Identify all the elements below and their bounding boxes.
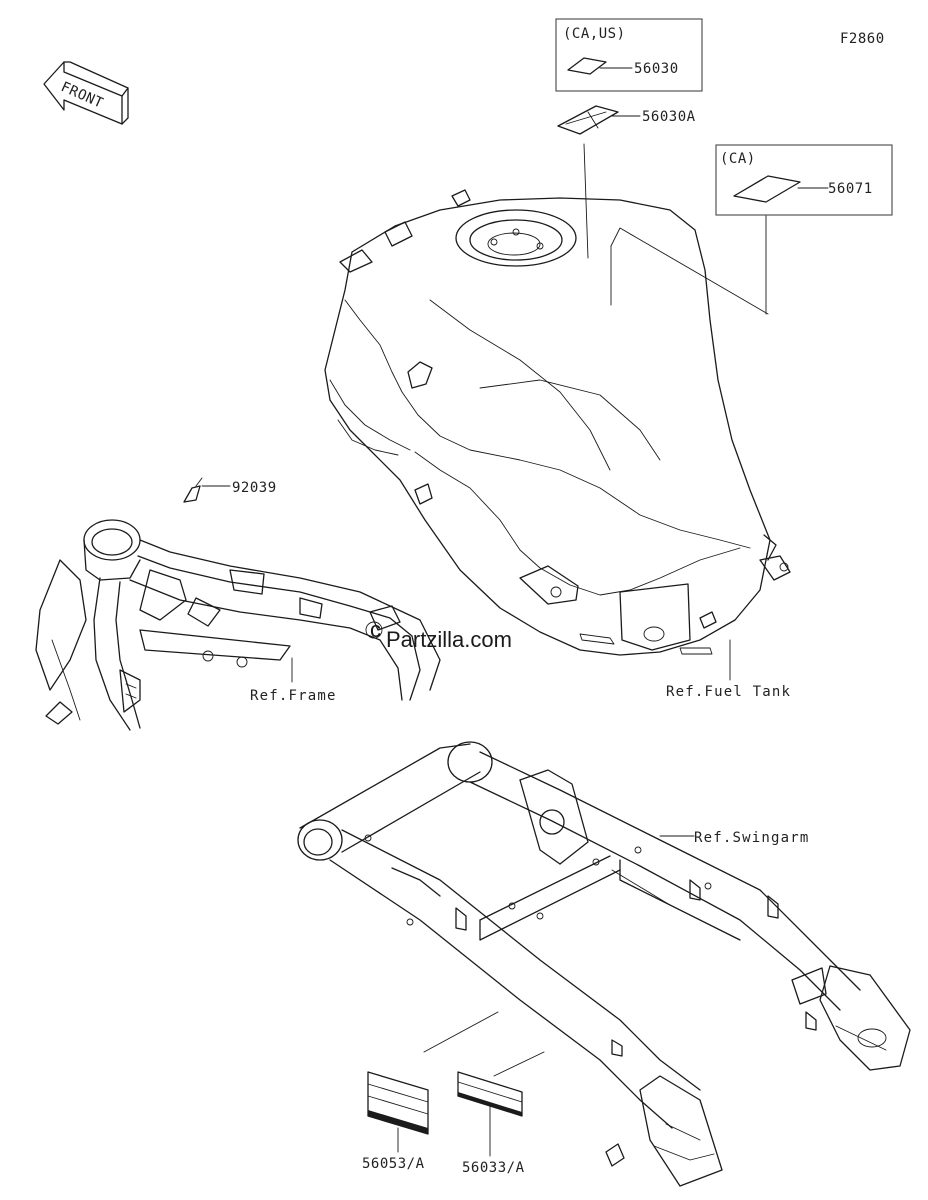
label-decal-56030 <box>567 57 607 75</box>
region-note-ca: (CA) <box>720 151 756 167</box>
ref-fuel-tank-label: Ref.Fuel Tank <box>666 684 791 700</box>
diagram-code: F2860 <box>840 31 885 47</box>
frame[interactable]: Ref.Frame <box>35 519 441 731</box>
watermark: c Partzilla.com <box>365 617 512 652</box>
region-note-ca-us: (CA,US) <box>563 26 626 42</box>
label-decal-56030A <box>557 105 619 135</box>
rivet-92039 <box>183 485 201 503</box>
fuel-tank[interactable]: Ref.Fuel Tank <box>324 189 791 700</box>
ref-frame-label: Ref.Frame <box>250 688 337 704</box>
part-number-56030: 56030 <box>634 61 679 77</box>
part-number-92039: 92039 <box>232 480 277 496</box>
region-box-ca-us <box>555 18 703 92</box>
part-number-56030A: 56030A <box>642 109 696 125</box>
copyright-icon: c <box>370 617 381 642</box>
callout-56030[interactable]: (CA,US) 56030 <box>555 18 703 92</box>
ref-swingarm-label: Ref.Swingarm <box>694 830 810 846</box>
part-number-56053A: 56053/A <box>362 1156 425 1172</box>
callout-56030A[interactable]: 56030A <box>557 105 769 315</box>
callout-56033A[interactable]: 56033/A <box>457 1051 545 1176</box>
region-box-ca <box>715 144 893 216</box>
label-decal-56071 <box>733 175 801 203</box>
callout-56071[interactable]: (CA) 56071 <box>715 144 893 315</box>
part-number-56033A: 56033/A <box>462 1160 525 1176</box>
callout-56053A[interactable]: 56053/A <box>362 1011 499 1172</box>
front-arrow-icon: FRONT <box>43 61 129 125</box>
callout-92039[interactable]: 92039 <box>183 477 277 503</box>
part-number-56071: 56071 <box>828 181 873 197</box>
watermark-text: Partzilla.com <box>386 627 512 652</box>
swingarm[interactable]: Ref.Swingarm <box>297 741 911 1187</box>
